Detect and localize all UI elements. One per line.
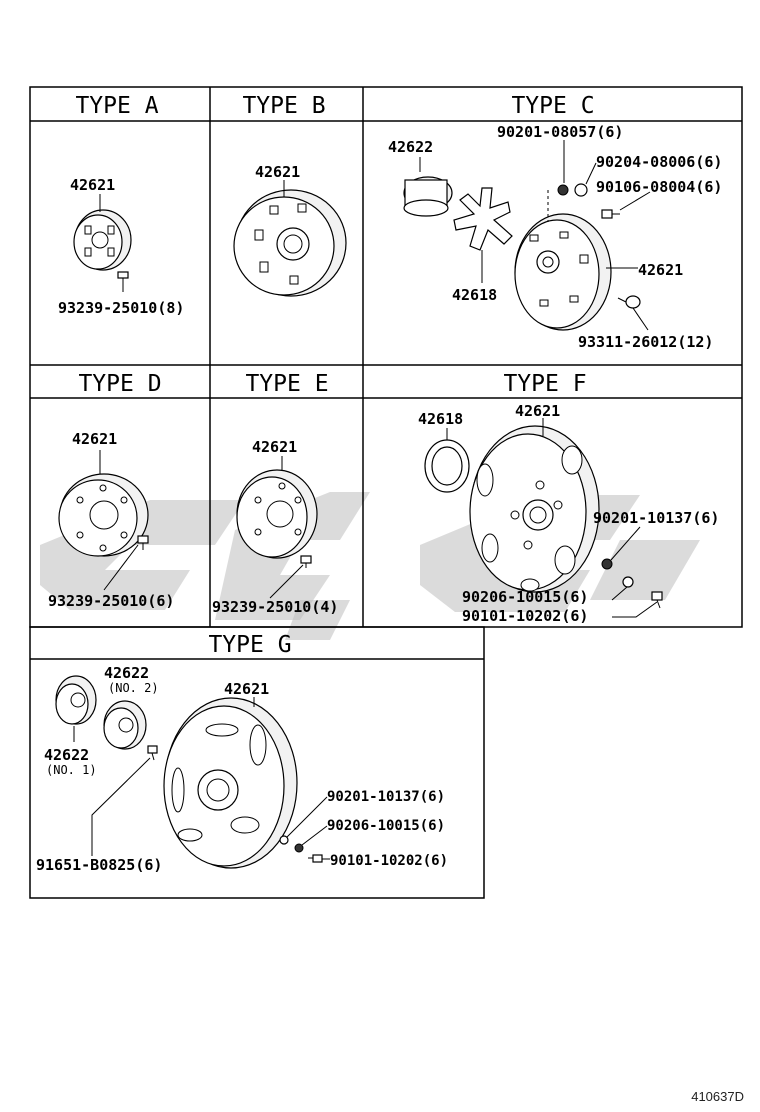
type-f-cover-label: 42621	[515, 402, 560, 420]
type-f-bolt-icon	[651, 591, 663, 609]
type-g-nut-label: 90201-10137(6)	[327, 789, 445, 805]
type-g-screw-label: 91651-B0825(6)	[36, 856, 162, 874]
type-f-nut-label: 90201-10137(6)	[593, 509, 719, 527]
type-c-hub-icon	[403, 176, 453, 217]
type-f-washer-icon	[622, 576, 634, 588]
type-g-cover-label: 42621	[224, 680, 269, 698]
type-c-header: TYPE C	[511, 93, 594, 119]
type-c-nut1-icon	[557, 184, 569, 196]
type-c-wheel-cover	[514, 213, 612, 331]
type-f-ring-icon	[424, 439, 470, 493]
type-c-cover-label: 42621	[638, 261, 683, 279]
type-a-header: TYPE A	[75, 93, 158, 119]
type-g-hub2-label: 42622	[104, 664, 149, 682]
type-d-bolt-label: 93239-25010(6)	[48, 592, 174, 610]
type-a-cap-label: 42621	[70, 176, 115, 194]
type-f-washer-label: 90206-10015(6)	[462, 588, 588, 606]
type-c-nut2-icon	[574, 183, 588, 197]
type-c-bolt2-label: 93311-26012(12)	[578, 333, 713, 351]
type-g-washer-label: 90206-10015(6)	[327, 818, 445, 834]
type-g-hub2-sub: (NO. 2)	[108, 681, 159, 695]
type-f-wheel-cover	[469, 425, 600, 593]
type-a-hub-cap	[73, 209, 132, 271]
type-a-bolt-icon	[117, 271, 129, 292]
type-g-wheel-cover	[163, 697, 298, 869]
type-d-header: TYPE D	[78, 371, 161, 397]
type-a-bolt-label: 93239-25010(8)	[58, 299, 184, 317]
type-c-spider-label: 42618	[452, 286, 497, 304]
type-c-bolt2-icon	[617, 295, 641, 309]
type-c-spider-bracket	[453, 187, 513, 251]
type-g-screw-icon	[147, 745, 158, 761]
type-f-header: TYPE F	[503, 371, 586, 397]
type-g-hub1-sub: (NO. 1)	[46, 763, 97, 777]
type-e-bolt-icon	[300, 555, 312, 568]
type-f-nut-icon	[601, 558, 613, 570]
type-g-hub1-label: 42622	[44, 746, 89, 764]
type-f-bolt-label: 90101-10202(6)	[462, 607, 588, 625]
type-c-bolt1-label: 90106-08004(6)	[596, 178, 722, 196]
type-e-bolt-label: 93239-25010(4)	[212, 598, 338, 616]
type-g-washer-icon	[294, 843, 304, 853]
type-f-ring-label: 42618	[418, 410, 463, 428]
type-b-cap-label: 42621	[255, 163, 300, 181]
type-c-nut2-label: 90204-08006(6)	[596, 153, 722, 171]
type-d-cap-label: 42621	[72, 430, 117, 448]
type-e-cap-label: 42621	[252, 438, 297, 456]
grid-frames	[29, 86, 743, 899]
type-b-header: TYPE B	[242, 93, 325, 119]
type-c-hub-label: 42622	[388, 138, 433, 156]
type-g-hub1-icon	[103, 700, 147, 750]
type-c-nut1-label: 90201-08057(6)	[497, 123, 623, 141]
type-d-hub-cap	[58, 473, 149, 557]
type-c-bolt1-icon	[601, 209, 620, 219]
type-g-bolt-label: 90101-10202(6)	[330, 853, 448, 869]
type-e-hub-cap	[236, 469, 318, 559]
type-d-bolt-icon	[137, 535, 149, 550]
type-g-nut-icon	[279, 835, 289, 845]
type-g-header: TYPE G	[208, 632, 291, 658]
type-g-hub2-icon	[55, 675, 97, 725]
type-b-wheel-cover	[233, 189, 347, 297]
type-g-bolt-icon	[308, 854, 323, 863]
reference-code: 410637D	[691, 1089, 744, 1104]
type-e-header: TYPE E	[245, 371, 328, 397]
